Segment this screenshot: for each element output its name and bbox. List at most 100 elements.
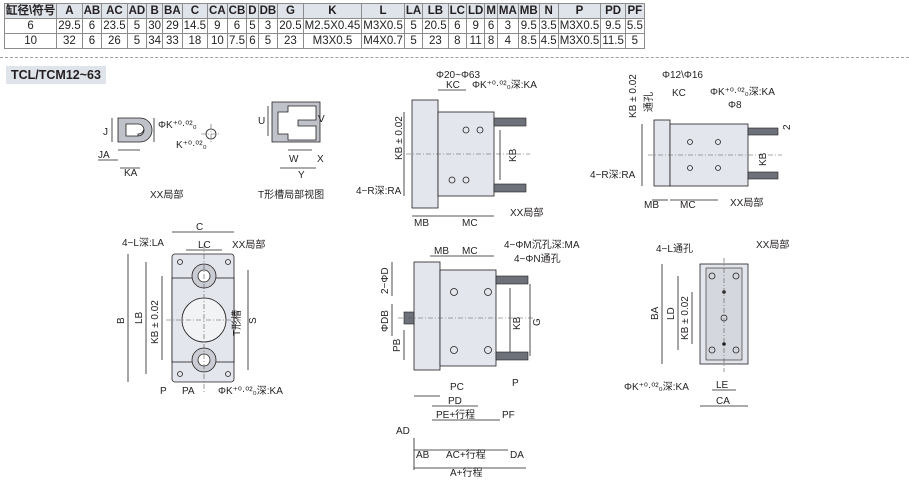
bottom-view: 4−L通孔 XX局部 BA LD KB ± 0.02 ΦK⁺⁰·⁰²₀深:KA … (624, 238, 789, 407)
w-label: W (289, 154, 299, 165)
table-cell: 9 (465, 18, 486, 34)
mc-label-3: MC (462, 246, 478, 257)
table-cell: 5 (624, 33, 645, 49)
column-header-7: C (181, 3, 209, 19)
column-header-15: LA (403, 3, 424, 19)
xx-detail-drawing: J JA KA ΦK⁺⁰·⁰²₀ K⁺⁰·⁰²₀ XX局部 (98, 117, 221, 201)
ad-label: AD (396, 426, 410, 437)
phik-label: ΦK⁺⁰·⁰²₀ (158, 120, 197, 131)
table-cell: 29 (162, 18, 183, 34)
ca-label: CA (716, 396, 730, 407)
k-label: K⁺⁰·⁰²₀ (176, 140, 207, 151)
side-view-12-16: Φ12\Φ16 KB ± 0.02 通孔 KC ΦK⁺⁰·⁰²₀深:KA Φ8 … (590, 70, 793, 211)
phik-ka-label-3: ΦK⁺⁰·⁰²₀深:KA (218, 385, 283, 397)
xx-label-3: XX局部 (232, 238, 265, 251)
column-header-25: PF (624, 3, 645, 19)
le-label: LE (716, 380, 729, 391)
table-cell: 10 (207, 33, 228, 49)
table-cell: 8.5 (517, 33, 540, 49)
column-header-11: DB (257, 3, 279, 19)
column-header-1: A (56, 3, 83, 19)
lb-label: LB (134, 311, 145, 324)
front-view: C LC 4−L深:LA XX局部 B LB KB ± 0.02 T形槽 S P… (116, 222, 283, 397)
table-cell: 11.5 (600, 33, 626, 49)
kb-tol-label-3: KB ± 0.02 (150, 300, 161, 344)
m-ma-label: 4−ΦM沉孔深:MA (504, 238, 580, 251)
xx-label-1: XX局部 (510, 206, 543, 219)
ka-label: KA (124, 168, 138, 179)
side-view-20-63: Φ20~Φ63 KC ΦK⁺⁰·⁰²₀深:KA KB ± 0.02 KB 4−R… (356, 70, 543, 229)
table-cell: 7.5 (226, 33, 248, 49)
table-cell: 33 (162, 33, 183, 49)
n-thru-label: 4−ΦN通孔 (514, 253, 561, 265)
mb-label-2: MB (644, 200, 659, 211)
column-header-5: B (146, 3, 164, 19)
xx-detail-caption: XX局部 (150, 188, 183, 201)
pd-label: PD (448, 396, 462, 407)
p-label-2: P (512, 378, 519, 389)
da-label: DA (510, 450, 524, 461)
kc-label-2: KC (672, 88, 686, 99)
xx-label-4: XX局部 (756, 238, 789, 251)
side-view-main: MB MC 4−ΦM沉孔深:MA 4−ΦN通孔 2−ΦD ΦDB PB KB G… (380, 238, 580, 479)
mc-label-2: MC (680, 200, 696, 211)
a-label: A+行程 (450, 466, 483, 479)
table-cell: 4.5 (538, 33, 559, 49)
divider (0, 57, 909, 58)
r-ra-label-2: 4−R深:RA (590, 169, 636, 181)
column-header-16: LB (422, 3, 449, 19)
column-header-12: G (277, 3, 304, 19)
table-cell: 5.5 (624, 18, 645, 34)
phik-ka-label-2: ΦK⁺⁰·⁰²₀深:KA (710, 86, 775, 98)
column-header-22: N (538, 3, 559, 19)
g-label: G (532, 318, 543, 326)
kc-label: KC (446, 80, 460, 91)
table-cell: 23 (422, 33, 449, 49)
table-cell: 26 (101, 33, 128, 49)
kb-tol-label: KB ± 0.02 (394, 116, 405, 160)
table-cell: 34 (146, 33, 164, 49)
pf-label: PF (502, 410, 515, 421)
column-header-9: CB (226, 3, 248, 19)
t-slot-short-label: T形槽 (230, 310, 243, 336)
column-header-14: L (361, 3, 405, 19)
b-label: B (116, 317, 127, 324)
through-label: 通孔 (643, 92, 655, 112)
table-cell: M4X0.7 (361, 33, 405, 49)
pc-label: PC (450, 382, 464, 393)
table-cell: 5 (403, 33, 424, 49)
column-header-0: 缸径\符号 (3, 3, 58, 19)
table-cell: 6 (246, 33, 259, 49)
kb-label: KB (508, 148, 519, 162)
ba-label: BA (650, 306, 661, 320)
j-label: J (103, 127, 108, 138)
table-cell: 32 (56, 33, 83, 49)
r-ra-label: 4−R深:RA (356, 185, 402, 197)
table-cell: M3X0.5 (302, 33, 363, 49)
la-label: 4−L深:LA (122, 237, 164, 249)
column-header-18: LD (465, 3, 486, 19)
two-label: 2 (782, 124, 793, 130)
db-label: ΦDB (380, 310, 391, 332)
u-label: U (258, 116, 265, 127)
v-label: V (318, 114, 325, 125)
table-cell: 14.5 (181, 18, 209, 34)
xx-label-2: XX局部 (730, 196, 763, 209)
column-header-20: MA (496, 3, 519, 19)
pb-label: PB (392, 338, 403, 352)
phik-ka-label: ΦK⁺⁰·⁰²₀深:KA (472, 79, 537, 91)
table-cell: 18 (181, 33, 209, 49)
ld-label: LD (666, 307, 677, 320)
pe-label: PE+行程 (436, 408, 475, 421)
two-d-label: 2−ΦD (380, 267, 391, 294)
x-label: X (317, 154, 324, 165)
mb-label-3: MB (434, 246, 449, 257)
t-slot-caption: T形槽局部视图 (258, 188, 324, 201)
series-title: TCL/TCM12~63 (6, 66, 106, 84)
ac-label: AC+行程 (446, 448, 486, 461)
